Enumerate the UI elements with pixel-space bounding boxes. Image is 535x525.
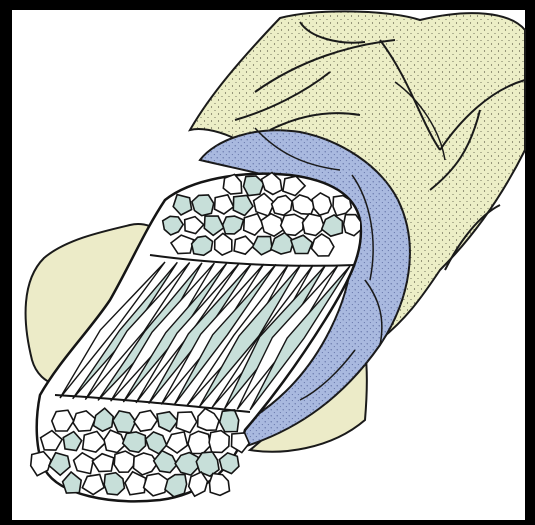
cell bbox=[220, 410, 239, 432]
cell bbox=[209, 431, 229, 453]
cell bbox=[114, 451, 134, 472]
cell bbox=[344, 215, 361, 236]
